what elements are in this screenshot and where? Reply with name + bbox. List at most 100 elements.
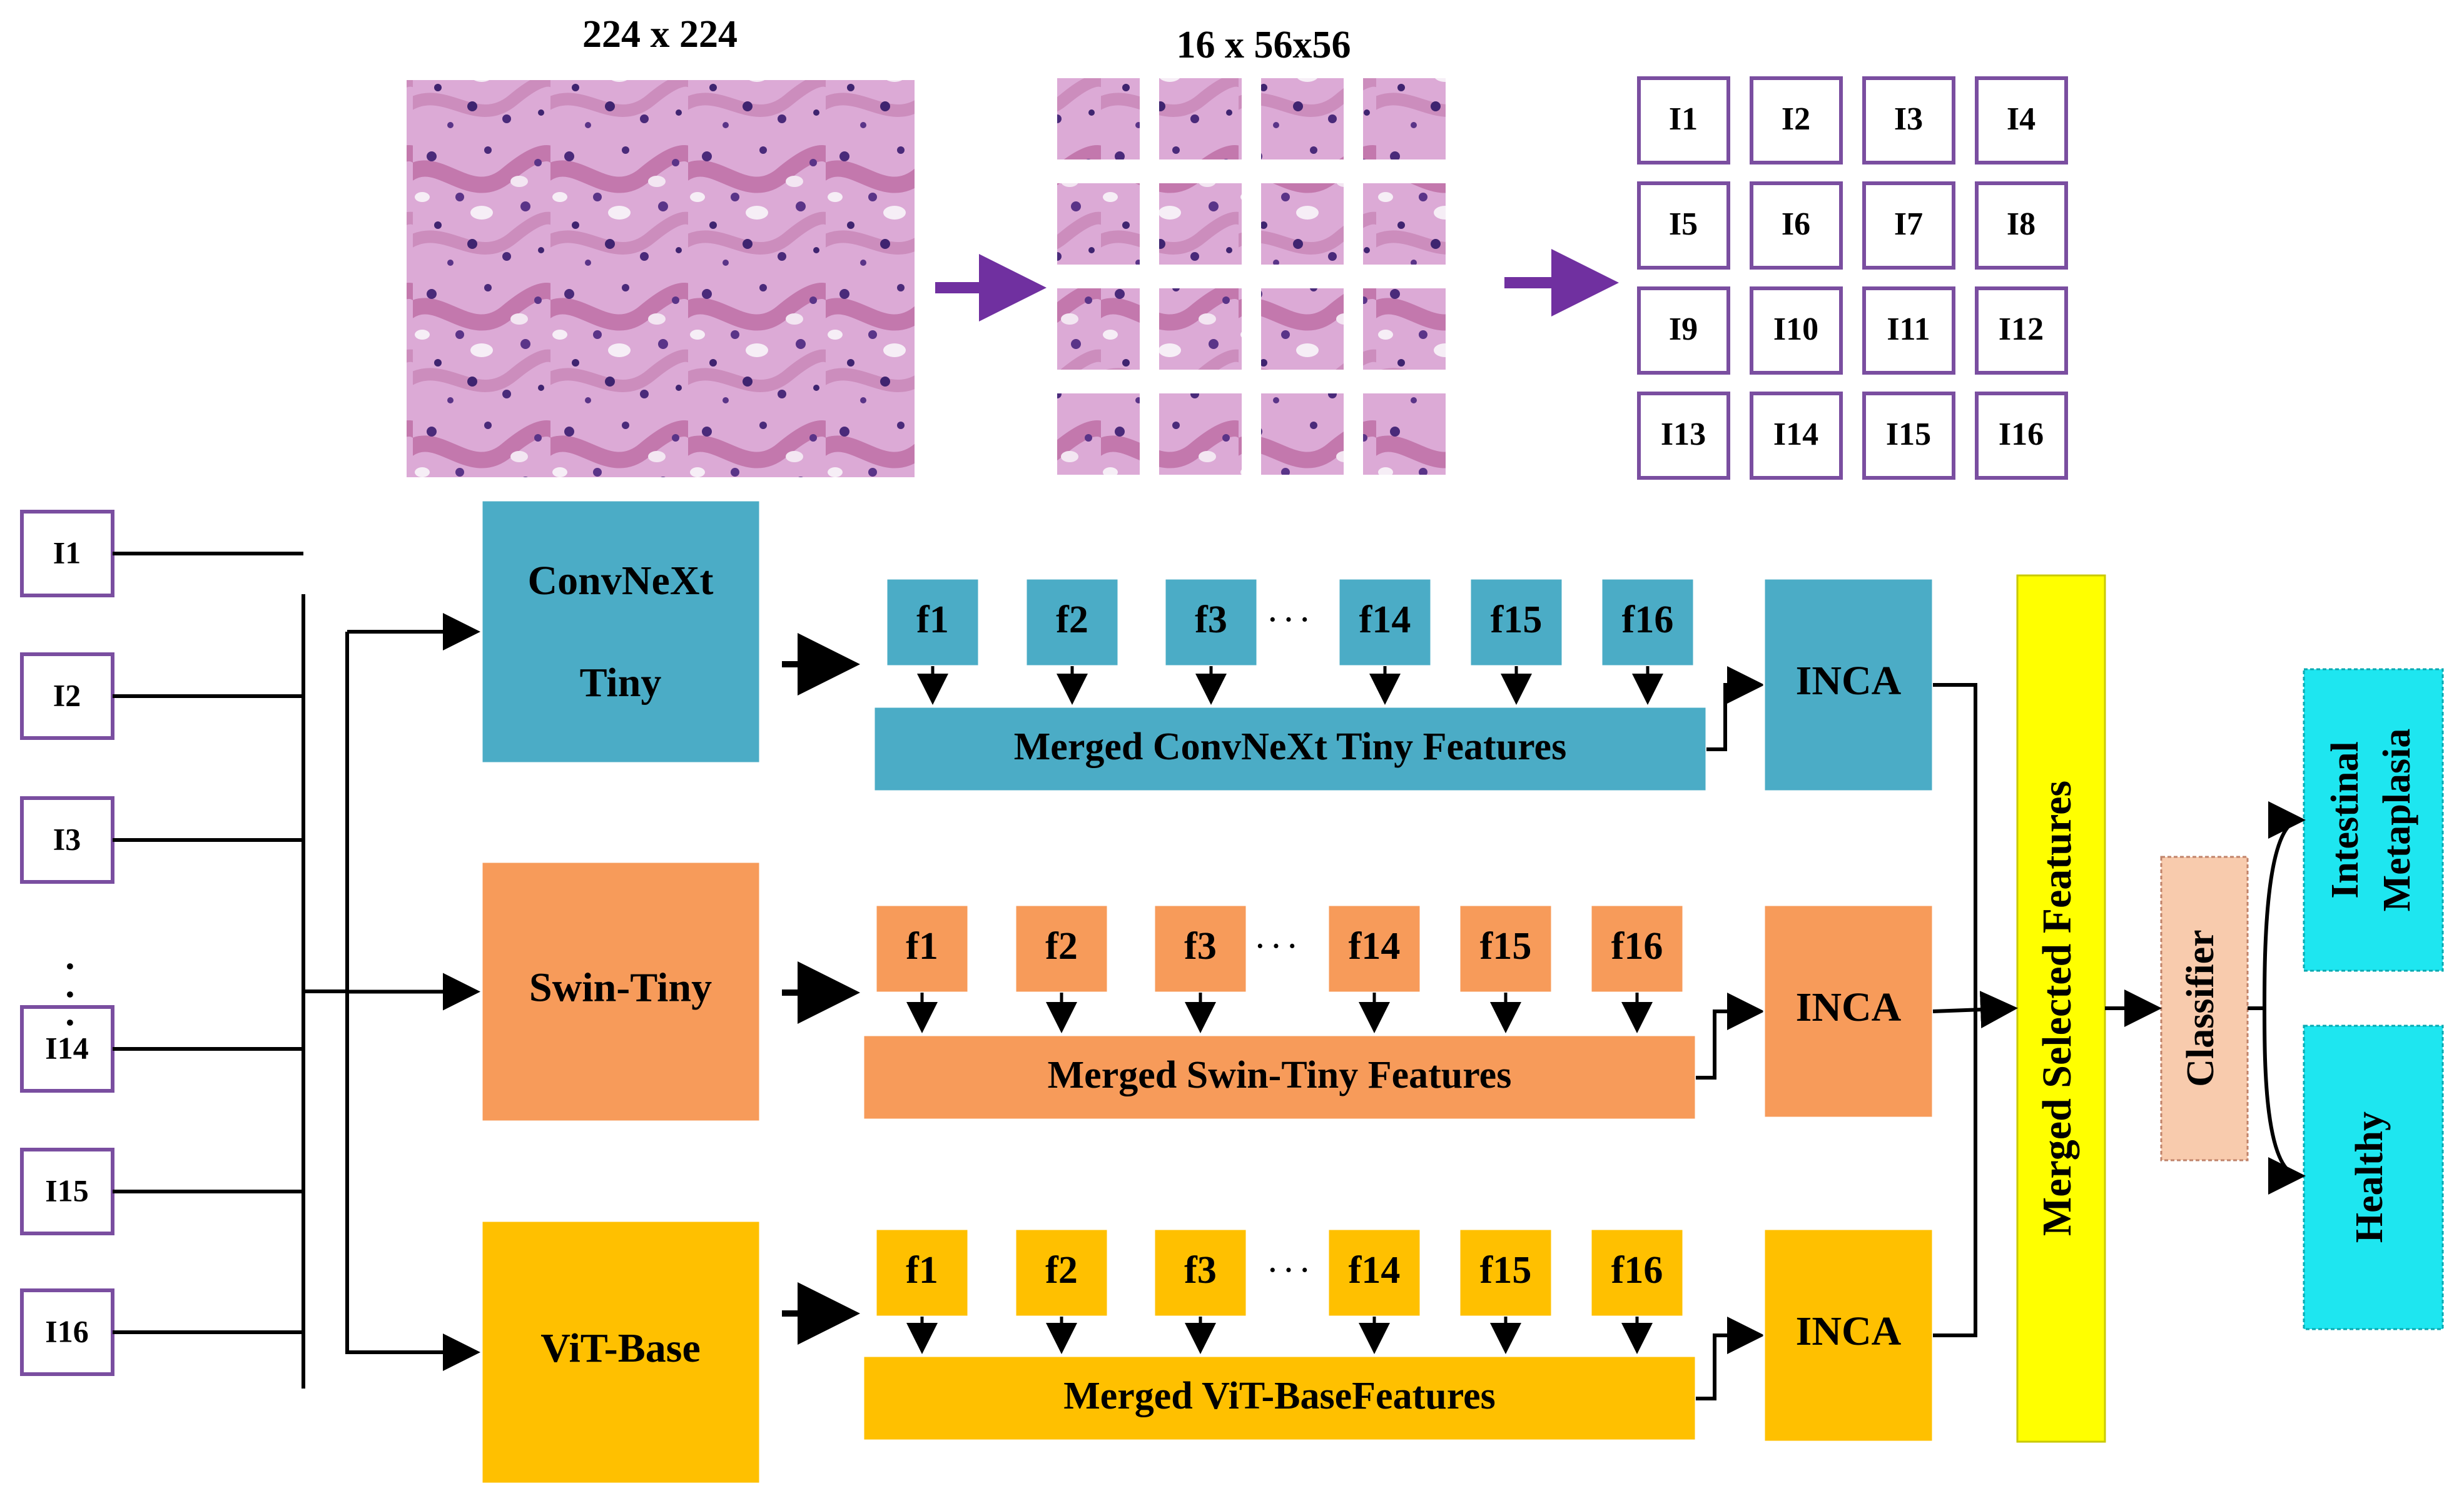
feature-box: [1458, 904, 1553, 994]
inca-label: INCA: [1796, 984, 1902, 1030]
feature-label: f1: [916, 599, 949, 641]
input-patch-label: I16: [45, 1313, 88, 1349]
patch-grid-label: I1: [1669, 101, 1698, 137]
merged-features-bar: [873, 706, 1708, 792]
patch-grid-label: I8: [2007, 206, 2036, 242]
patch-grid-cell: [1750, 286, 1843, 375]
feature-label: f16: [1611, 925, 1663, 968]
patch-grid-label: I15: [1886, 417, 1931, 452]
feature-box: [1600, 577, 1695, 667]
input-patch-label: I1: [53, 535, 81, 570]
feature-label: f1: [906, 925, 938, 968]
model-box: [480, 1220, 761, 1485]
feature-label: f14: [1359, 599, 1411, 641]
patch-grid-label: I14: [1773, 417, 1818, 452]
model-box: [480, 861, 761, 1123]
inputs-ellipsis: . . .: [59, 962, 101, 1028]
feature-label: f3: [1184, 1249, 1217, 1292]
model-name-line: Tiny: [580, 660, 662, 706]
patch-grid-cell: [1862, 181, 1955, 270]
feature-label: f3: [1195, 599, 1227, 641]
patch-tile: [1057, 288, 1140, 370]
merged-selected-features-box: [2016, 574, 2106, 1443]
feature-ellipsis: · · ·: [1268, 604, 1309, 635]
patch-grid-cell: [1862, 392, 1955, 480]
patch-tile: [1363, 78, 1446, 159]
patch-tile: [1159, 288, 1242, 370]
patch-grid-label: I5: [1669, 206, 1698, 242]
patch-grid-cell: [1637, 181, 1730, 270]
feature-box: [1014, 904, 1109, 994]
feature-box: [1153, 904, 1248, 994]
patch-grid-cell: [1637, 392, 1730, 480]
feature-box: [1458, 1228, 1553, 1318]
patch-grid-label: I12: [1999, 311, 2044, 347]
patch-grid-label: I4: [2007, 101, 2036, 137]
model-name: ViT-Base: [540, 1325, 701, 1371]
feature-ellipsis: · · ·: [1268, 1255, 1309, 1285]
feature-box: [1589, 1228, 1685, 1318]
feature-box: [875, 904, 970, 994]
patch-tile: [1159, 393, 1242, 475]
feature-label: f15: [1480, 1249, 1532, 1292]
inca-label: INCA: [1796, 1308, 1902, 1354]
feature-label: f1: [906, 1249, 938, 1292]
merged-features-label: Merged ConvNeXt Tiny Features: [1014, 726, 1566, 768]
connector-to-inca: [1696, 1317, 1765, 1400]
feature-label: f16: [1622, 599, 1674, 641]
output-intestinal-metaplasia-label-2: Metaplasia: [2376, 729, 2418, 912]
output-intestinal-metaplasia-box: [2303, 668, 2444, 972]
patch-grid-cell: [1862, 286, 1955, 375]
feature-box: [1025, 577, 1120, 667]
model-name-line: ConvNeXt: [528, 558, 714, 604]
connectors: [113, 552, 349, 1389]
merged-features-bar: [862, 1034, 1697, 1121]
patch-grid-label: I2: [1782, 101, 1810, 137]
feature-ellipsis: · · ·: [1255, 931, 1297, 961]
feature-box: [1014, 1228, 1109, 1318]
inca-label: INCA: [1796, 658, 1902, 704]
patch-grid-label: I7: [1894, 206, 1923, 242]
patch-tile: [1261, 288, 1344, 370]
patch-tile: [1057, 393, 1140, 475]
merged-features-bar: [862, 1355, 1697, 1442]
patch-grid-cell: [1975, 286, 2068, 375]
feature-box: [875, 1228, 970, 1318]
patch-grid-label: I16: [1999, 417, 2044, 452]
input-patch-box: [20, 1005, 114, 1093]
input-patch-box: [20, 1288, 114, 1376]
output-intestinal-metaplasia-label-1: Intestinal: [2324, 741, 2366, 898]
patch-grid-label: I11: [1887, 311, 1930, 347]
patch-grid-label: I13: [1661, 417, 1706, 452]
patch-tile: [1159, 183, 1242, 265]
patches-size-label: 16 x 56x56: [1177, 24, 1351, 66]
connector-to-inca: [1696, 993, 1765, 1080]
patch-grid-cell: [1750, 392, 1843, 480]
output-healthy-label: Healthy: [2348, 1111, 2391, 1243]
patch-tile: [1159, 78, 1242, 159]
patch-grid-cell: [1975, 392, 2068, 480]
feature-box: [1327, 1228, 1422, 1318]
patch-grid-cell: [1975, 76, 2068, 164]
feature-label: f3: [1184, 925, 1217, 968]
patch-tile: [1261, 183, 1344, 265]
merged-features-label: Merged Swin-Tiny Features: [1048, 1054, 1512, 1096]
input-patch-label: I14: [45, 1030, 88, 1065]
feature-box: [885, 577, 980, 667]
feature-label: f16: [1611, 1249, 1663, 1292]
feature-label: f15: [1491, 599, 1543, 641]
patch-grid-cell: [1750, 76, 1843, 164]
patch-tile: [1261, 78, 1344, 159]
patch-grid-cell: [1750, 181, 1843, 270]
input-size-label: 224 x 224: [582, 13, 738, 56]
connector-to-inca: [1706, 666, 1765, 751]
patch-grid-cell: [1637, 286, 1730, 375]
patch-tiles: [1057, 78, 1446, 475]
patch-grid-cell: [1862, 76, 1955, 164]
